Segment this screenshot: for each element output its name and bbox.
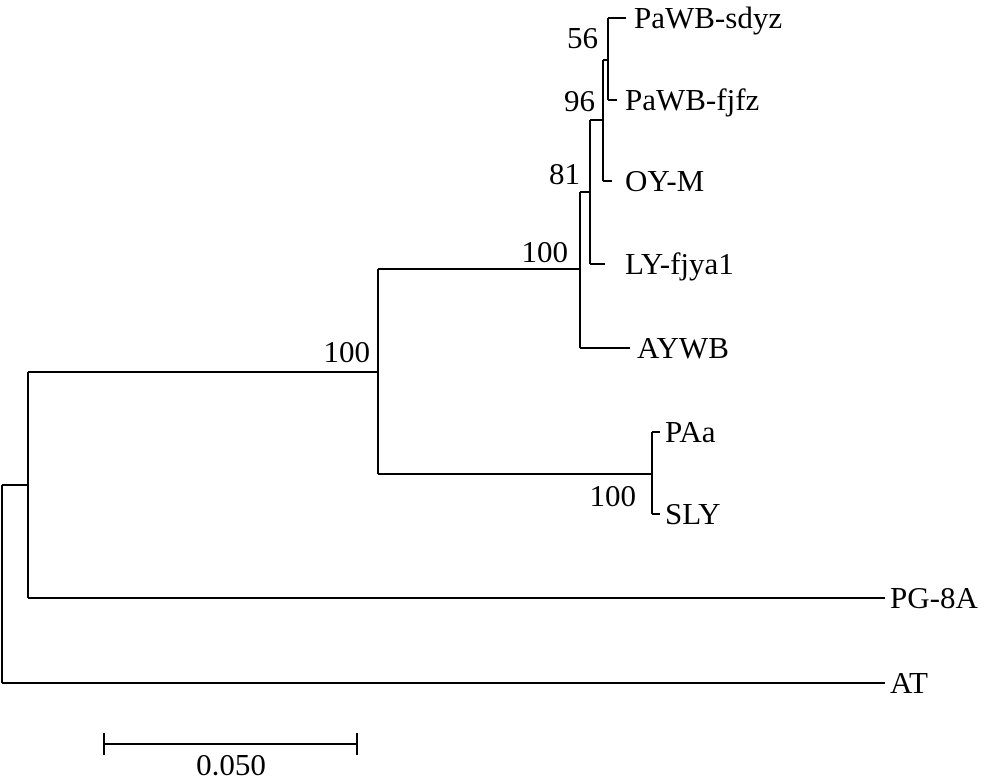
- bootstrap-value-81: 81: [549, 156, 580, 191]
- bootstrap-value-100-aster: 100: [522, 234, 569, 269]
- taxon-label-ly-fjya1: LY-fjya1: [625, 246, 734, 281]
- taxon-label-at: AT: [890, 665, 928, 700]
- taxon-label-sly: SLY: [665, 496, 720, 531]
- taxon-label-paa: PAa: [665, 414, 716, 449]
- bootstrap-value-100-paa-sly: 100: [590, 478, 637, 513]
- taxon-label-aywb: AYWB: [637, 330, 729, 365]
- bootstrap-value-100-ingroup: 100: [324, 334, 371, 369]
- bootstrap-value-96: 96: [564, 83, 595, 118]
- taxon-label-pg-8a: PG-8A: [890, 580, 978, 615]
- bootstrap-value-56: 56: [567, 20, 598, 55]
- taxon-label-pawb-sdyz: PaWB-sdyz: [634, 0, 782, 35]
- scale-bar-label: 0.050: [196, 747, 266, 780]
- taxon-label-oy-m: OY-M: [625, 163, 704, 198]
- taxon-label-pawb-fjfz: PaWB-fjfz: [625, 82, 759, 117]
